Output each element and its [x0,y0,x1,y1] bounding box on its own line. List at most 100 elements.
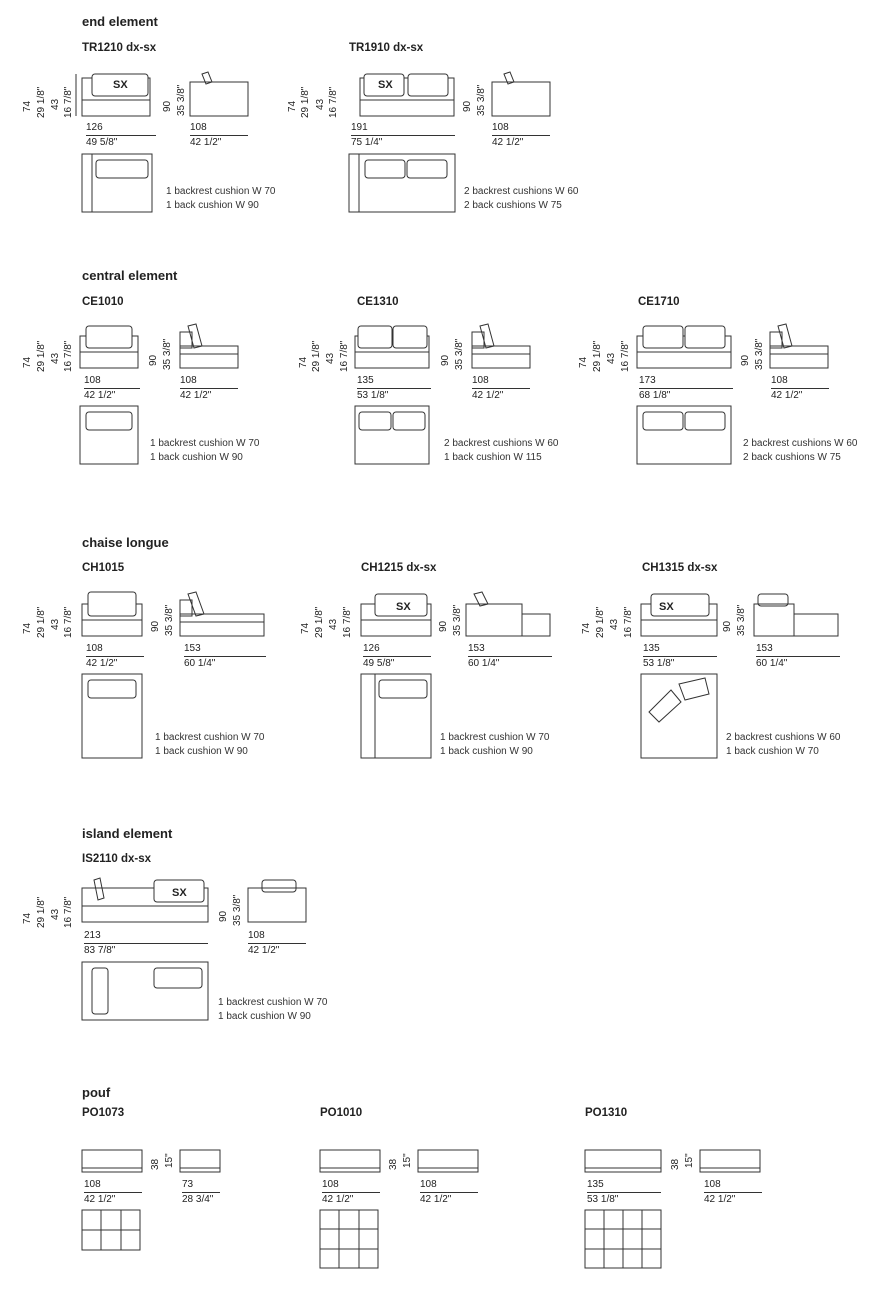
ce1710-side-view [769,323,829,369]
section-title-pouf: pouf [82,1085,111,1100]
height-38in-label: 15" [402,1153,413,1168]
height-74-label: 74 [287,100,298,112]
module-name-po1073: PO1073 [82,1107,125,1119]
height-43in-label: 16 7/8" [623,606,634,638]
po1310-front-view [584,1149,662,1173]
height-90in-label: 35 3/8" [754,338,765,370]
height-90-label: 90 [150,620,161,632]
height-38-label: 38 [150,1158,161,1170]
ch1315-side-view [753,593,839,637]
height-74in-label: 29 1/8" [592,340,603,372]
module-name-ch1215: CH1215 dx-sx [361,562,437,574]
ce1310-front-view [354,325,430,369]
sx-label: SX [378,79,393,91]
tr1910-side-view [491,71,551,117]
height-43in-label: 16 7/8" [339,340,350,372]
height-90in-label: 35 3/8" [736,604,747,636]
height-90in-label: 35 3/8" [476,84,487,116]
height-74-label: 74 [581,622,592,634]
height-90in-label: 35 3/8" [162,338,173,370]
height-90in-label: 35 3/8" [164,604,175,636]
po1010-plan-view [319,1209,379,1269]
is2110-plan-view [81,961,209,1021]
tr1910-plan-view [348,153,456,213]
height-38-label: 38 [388,1158,399,1170]
height-74-label: 74 [22,100,33,112]
height-74in-label: 29 1/8" [36,606,47,638]
ch1015-front-view [81,591,143,637]
height-90-label: 90 [740,354,751,366]
sx-label: SX [659,601,674,613]
module-name-ch1015: CH1015 [82,562,125,574]
height-43-label: 43 [50,618,61,630]
po1073-front-view [81,1149,143,1173]
height-90in-label: 35 3/8" [454,338,465,370]
po1073-plan-view [81,1209,141,1251]
tr1210-plan-view [81,153,153,213]
ce1310-plan-view [354,405,430,465]
tr1910-front-view: SX [359,73,455,117]
height-74-label: 74 [300,622,311,634]
module-name-tr1210: TR1210 dx-sx [82,42,157,54]
height-43-label: 43 [50,352,61,364]
height-43in-label: 16 7/8" [63,86,74,118]
ce1010-plan-view [79,405,139,465]
is2110-front-view: SX [81,877,209,923]
height-43in-label: 16 7/8" [328,86,339,118]
section-title-central: central element [82,268,178,283]
height-74in-label: 29 1/8" [36,86,47,118]
height-43in-label: 16 7/8" [63,606,74,638]
sx-label: SX [396,601,411,613]
ce1010-front-view [79,325,139,369]
ce1710-front-view [636,325,732,369]
height-74in-label: 29 1/8" [300,86,311,118]
ch1315-front-view: SX [640,593,718,637]
tr1210-front-view: SX [75,73,151,117]
height-74in-label: 29 1/8" [36,896,47,928]
height-90-label: 90 [148,354,159,366]
module-name-tr1910: TR1910 dx-sx [349,42,424,54]
height-38-label: 38 [670,1158,681,1170]
sx-label: SX [113,79,128,91]
height-90-label: 90 [218,910,229,922]
height-38in-label: 15" [164,1153,175,1168]
ch1315-plan-view [640,673,718,759]
po1010-side-view [417,1149,479,1173]
height-43-label: 43 [50,98,61,110]
ce1710-plan-view [636,405,732,465]
height-74-label: 74 [578,356,589,368]
ce1310-side-view [471,323,531,369]
section-title-chaise: chaise longue [82,535,169,550]
height-74in-label: 29 1/8" [311,340,322,372]
ch1215-plan-view [360,673,432,759]
ch1215-side-view [465,591,551,637]
ch1015-plan-view [81,673,143,759]
ch1015-side-view [179,591,265,637]
height-90in-label: 35 3/8" [176,84,187,116]
height-90in-label: 35 3/8" [232,894,243,926]
height-74-label: 74 [298,356,309,368]
height-90-label: 90 [440,354,451,366]
po1310-plan-view [584,1209,662,1269]
